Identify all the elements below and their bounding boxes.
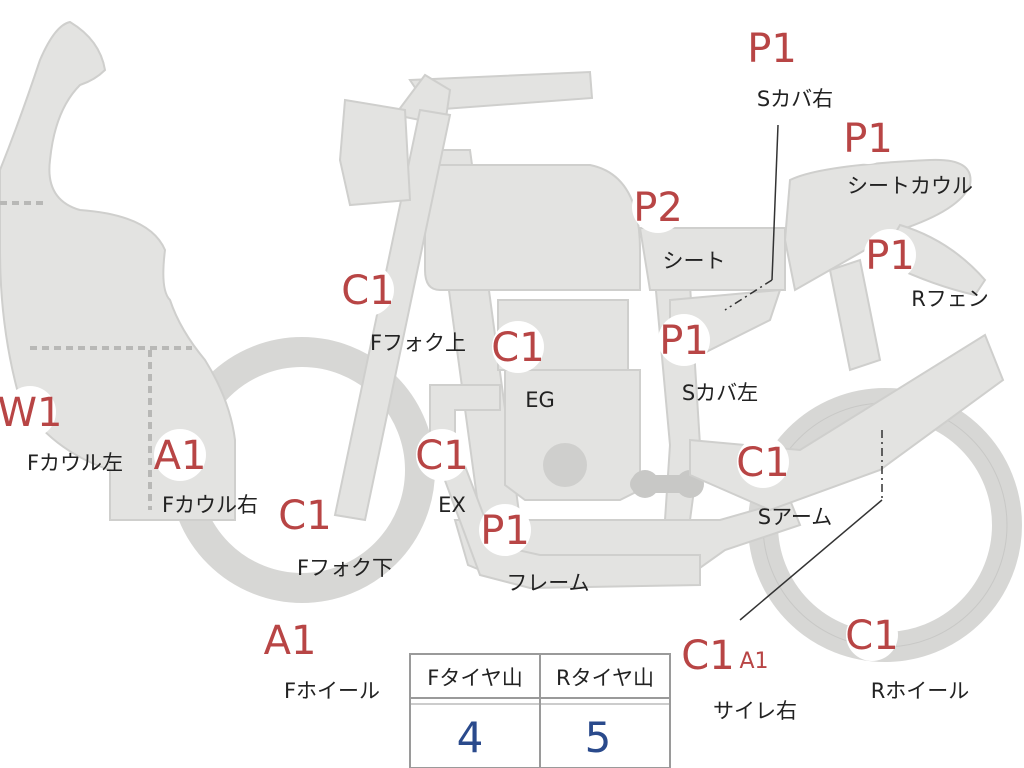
grade-badge-bg (4, 386, 56, 438)
part-label: フレーム (506, 571, 589, 595)
front-cowl-shape (0, 20, 236, 521)
grade-badge: A1 (264, 618, 317, 664)
grade-badge-bg (632, 181, 684, 233)
part-label: Fホイール (284, 679, 380, 703)
part-label: Sアーム (758, 505, 832, 529)
part-p2-seat: P2 シート (632, 181, 726, 273)
grade-badge-bg (746, 22, 798, 74)
grade-badge: P1 (659, 318, 709, 364)
grade-badge: C1 (736, 440, 789, 486)
part-label: シートカウル (847, 174, 973, 198)
part-label: シート (663, 249, 726, 273)
tire-table: Fタイヤ山 Rタイヤ山 4 5 (409, 653, 671, 768)
grade-badge-bg (264, 614, 316, 666)
part-label: EX (438, 493, 466, 517)
grade-badge: P1 (865, 233, 915, 279)
part-label: Fフォク上 (370, 331, 466, 355)
grade-badge: C1 (491, 325, 544, 371)
rear-tire-header: Rタイヤ山 (556, 666, 654, 690)
grade-badge: C1 (845, 613, 898, 659)
grade-badge-bg (342, 264, 394, 316)
grade-badge-bg (479, 504, 531, 556)
front-fork-shape (333, 98, 452, 522)
grade-badge-bg (658, 314, 710, 366)
grade-badge-bg (416, 429, 468, 481)
front-tire-value: 4 (457, 713, 484, 762)
grade-badge-bg (737, 436, 789, 488)
grade-badge-bg (492, 321, 544, 373)
extra-grade-badge-bg (738, 644, 770, 676)
seat-shape (638, 227, 786, 291)
grade-badge-bg (279, 489, 331, 541)
extra-grade-badge: A1 (739, 649, 768, 674)
grade-badge: P1 (480, 508, 530, 554)
part-label: Fフォク下 (297, 556, 393, 580)
grade-badge: P1 (843, 116, 893, 162)
grade-badge: P1 (747, 26, 797, 72)
grade-badge: A1 (154, 433, 207, 479)
engine-shape (497, 299, 704, 501)
part-p1-frame: P1 フレーム (479, 504, 590, 595)
leader-lines (724, 124, 883, 621)
exhaust-shape (429, 384, 701, 590)
part-label: Rフェン (911, 287, 989, 311)
grade-badge: C1 (278, 493, 331, 539)
grade-badge-bg (682, 629, 734, 681)
part-label: Sカバ右 (757, 87, 833, 111)
part-label: Sカバ左 (682, 381, 758, 405)
part-label: Fカウル右 (162, 493, 258, 517)
part-label: Rホイール (871, 679, 970, 703)
front-tire-header: Fタイヤ山 (427, 666, 522, 690)
grade-badge-bg (864, 229, 916, 281)
grade-badge: W1 (0, 390, 63, 436)
grade-badge-bg (154, 429, 206, 481)
part-label: EG (525, 388, 555, 412)
grade-badge-bg (846, 609, 898, 661)
tank-shape (424, 164, 641, 291)
part-label: サイレ右 (713, 699, 797, 723)
grade-badge: C1 (341, 268, 394, 314)
grade-badge-bg (842, 112, 894, 164)
part-p1-seat-cowl: P1 シートカウル (842, 112, 973, 198)
grade-badge: C1 (415, 433, 468, 479)
grade-badge: P2 (633, 185, 683, 231)
part-label: Fカウル左 (27, 451, 123, 475)
grade-badge: C1 (681, 633, 734, 679)
rear-tire-value: 5 (585, 713, 612, 762)
